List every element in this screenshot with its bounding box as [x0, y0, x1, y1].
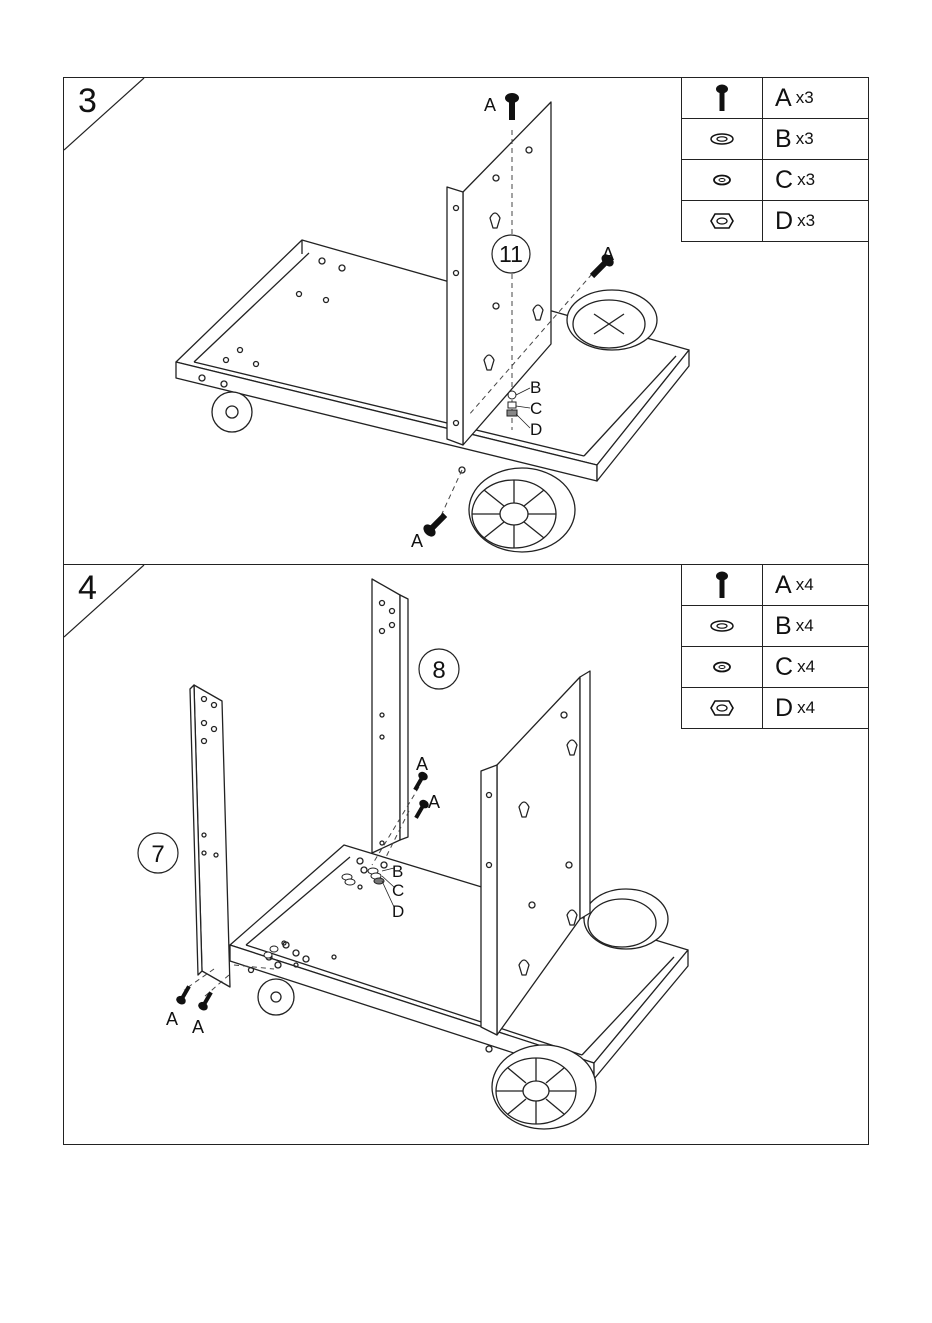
part-letter: C: [775, 653, 793, 682]
hex-nut-icon: [682, 688, 763, 728]
front-wheel: [469, 468, 575, 552]
part-qty: x4: [797, 698, 815, 718]
part-letter: B: [775, 125, 792, 154]
callout-a-right: A: [602, 244, 614, 264]
callout-d: D: [530, 420, 542, 439]
castor-wheel: [258, 979, 294, 1015]
callout-a: A: [192, 1017, 204, 1037]
part-qty: x3: [796, 88, 814, 108]
rear-wheel: [584, 889, 668, 949]
spring-washer-icon: [682, 647, 763, 687]
part-letter: C: [775, 166, 793, 195]
part-qty: x3: [797, 211, 815, 231]
part-letter: D: [775, 207, 793, 236]
part-letter: A: [775, 84, 792, 113]
callout-b: B: [530, 378, 541, 397]
part-qty: x3: [797, 170, 815, 190]
screw-icon: [682, 78, 763, 118]
castor-wheel: [212, 392, 252, 432]
part-label-8: 8: [419, 649, 459, 689]
screw-top: [505, 93, 519, 120]
svg-text:11: 11: [499, 241, 523, 267]
rear-wheel: [567, 290, 657, 350]
hardware-stack: [507, 391, 517, 416]
callout-a: A: [166, 1009, 178, 1029]
part-letter: B: [775, 612, 792, 641]
post-7: [190, 685, 230, 987]
part-qty: x4: [797, 657, 815, 677]
part-qty: x4: [796, 616, 814, 636]
callout-a-top: A: [484, 95, 496, 115]
step-4-panel: 4: [63, 565, 869, 1145]
part-label-7: 7: [138, 833, 178, 873]
cart-base: [230, 845, 688, 1079]
cart-base: [176, 240, 689, 481]
washer-icon: [682, 119, 763, 159]
screw-icon: [682, 565, 763, 605]
svg-text:7: 7: [151, 841, 164, 868]
callout-a-bottom: A: [411, 531, 423, 551]
part-label-11: 11: [492, 235, 530, 273]
callout-d: D: [392, 902, 404, 921]
callout-c: C: [392, 881, 404, 900]
screw-bottom: [421, 510, 450, 539]
callout-a: A: [416, 754, 428, 774]
part-qty: x3: [796, 129, 814, 149]
part-letter: A: [775, 571, 792, 600]
spring-washer-icon: [682, 160, 763, 200]
post-8: [372, 579, 408, 853]
hex-nut-icon: [682, 201, 763, 241]
svg-text:8: 8: [432, 657, 445, 684]
washer-icon: [682, 606, 763, 646]
front-wheel: [492, 1045, 596, 1129]
callout-c: C: [530, 399, 542, 418]
step-3-panel: 3: [63, 77, 869, 565]
part-qty: x4: [796, 575, 814, 595]
callout-b: B: [392, 862, 403, 881]
part-letter: D: [775, 694, 793, 723]
callout-a: A: [428, 792, 440, 812]
